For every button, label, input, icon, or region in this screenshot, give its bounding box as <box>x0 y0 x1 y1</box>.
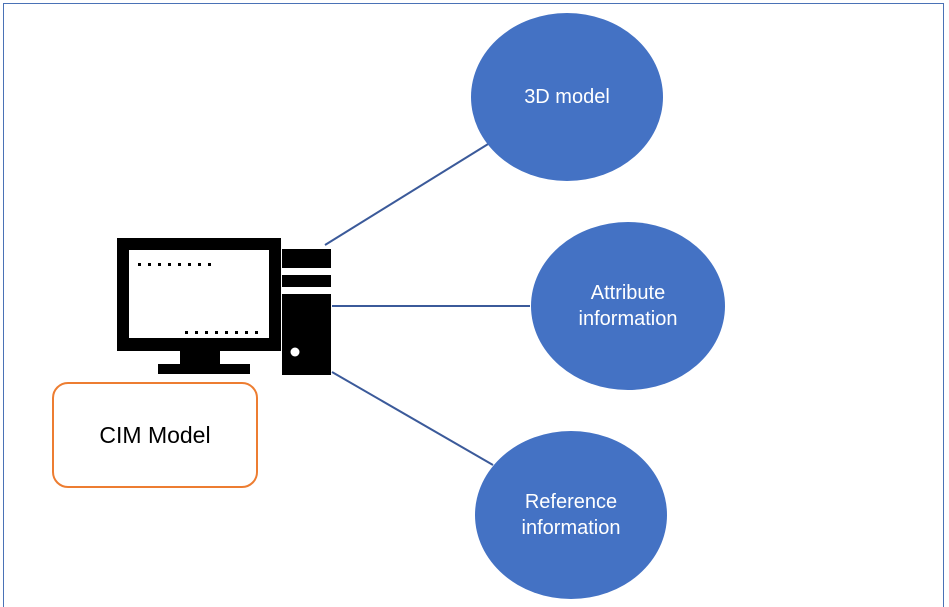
computer-icon <box>117 238 331 375</box>
node-3d-model-label: 3D model <box>524 86 610 108</box>
node-3d-model <box>471 13 663 181</box>
cim-model-label: CIM Model <box>99 421 211 448</box>
node-attribute-information-label: Attribute information <box>578 282 678 330</box>
cim-model-box: CIM Model <box>52 382 258 488</box>
node-reference-information <box>475 431 667 599</box>
connector-3d-model <box>324 140 494 246</box>
diagram-frame <box>3 3 944 607</box>
node-reference-information-label: Reference information <box>521 491 621 539</box>
node-attribute-information <box>531 222 725 390</box>
connector-reference <box>331 371 494 466</box>
